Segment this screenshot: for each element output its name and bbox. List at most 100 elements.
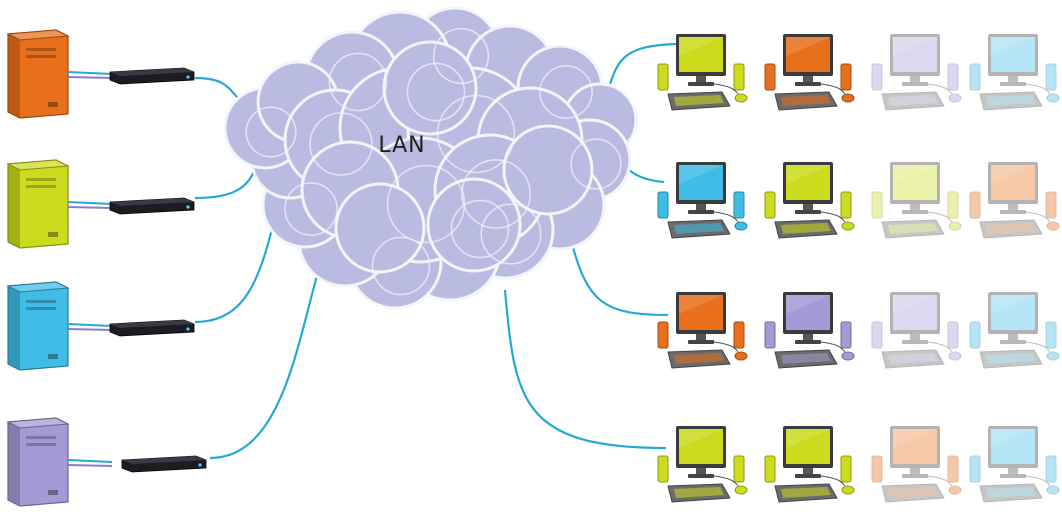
cloud-puff-detail bbox=[461, 159, 531, 229]
workstation-row4-col3 bbox=[871, 426, 962, 503]
status-led-icon bbox=[198, 463, 202, 467]
server-side bbox=[8, 286, 20, 370]
speaker-icon bbox=[947, 191, 959, 219]
speaker-icon bbox=[1045, 321, 1057, 349]
monitor-stand bbox=[910, 204, 920, 210]
server-cable bbox=[67, 328, 113, 331]
mouse-icon bbox=[1046, 351, 1060, 361]
keyboard-keys bbox=[986, 487, 1036, 498]
cloud-puff bbox=[426, 177, 522, 273]
server-link-2 bbox=[194, 167, 257, 200]
speaker-icon bbox=[969, 63, 981, 91]
monitor-base bbox=[1000, 82, 1026, 86]
mouse-cable bbox=[927, 211, 953, 223]
monitor-screen bbox=[893, 37, 937, 72]
mouse-cable bbox=[820, 83, 846, 95]
mouse-cable bbox=[820, 341, 846, 353]
keyboard-keys bbox=[674, 353, 724, 364]
screen-glare bbox=[893, 37, 937, 56]
monitor-screen bbox=[991, 37, 1035, 72]
screen-glare bbox=[679, 429, 723, 448]
monitor-screen bbox=[679, 165, 723, 200]
keyboard-icon bbox=[979, 219, 1043, 239]
screen-glare bbox=[893, 165, 937, 184]
mouse-icon bbox=[734, 221, 748, 231]
screen-glare bbox=[679, 165, 723, 184]
mouse-icon bbox=[841, 221, 855, 231]
speaker-icon bbox=[733, 455, 745, 483]
mouse-icon bbox=[948, 221, 962, 231]
speaker-icon bbox=[1045, 63, 1057, 91]
monitor-base bbox=[795, 82, 821, 86]
keyboard-keys bbox=[888, 487, 938, 498]
keyboard-keys bbox=[674, 95, 724, 106]
speaker-icon bbox=[657, 63, 669, 91]
server-cable bbox=[67, 464, 113, 467]
monitor-stand bbox=[910, 468, 920, 474]
screen-glare bbox=[786, 165, 830, 184]
kvm-extender-top bbox=[110, 68, 194, 76]
server-2 bbox=[6, 159, 195, 249]
workstation-link-row-1 bbox=[606, 42, 677, 91]
server-1 bbox=[6, 29, 195, 119]
monitor-screen bbox=[991, 429, 1035, 464]
keyboard-keys bbox=[888, 353, 938, 364]
mouse-cable bbox=[1025, 475, 1051, 487]
server-link-4 bbox=[209, 271, 320, 460]
monitor-base bbox=[688, 340, 714, 344]
keyboard-keys bbox=[781, 353, 831, 364]
mouse-icon bbox=[1046, 485, 1060, 495]
kvm-extender-top bbox=[110, 320, 194, 328]
cloud-puff-detail bbox=[570, 138, 622, 190]
workstation-row2-col4 bbox=[969, 162, 1060, 239]
keyboard-icon bbox=[979, 91, 1043, 111]
screen-glare bbox=[679, 295, 723, 314]
monitor-icon bbox=[890, 34, 940, 76]
speaker-icon bbox=[657, 191, 669, 219]
cloud-puff-detail bbox=[328, 52, 388, 112]
drive-bay-icon bbox=[26, 185, 56, 188]
monitor-stand bbox=[1008, 334, 1018, 340]
cloud-puff bbox=[334, 182, 426, 274]
status-led-icon bbox=[186, 75, 190, 79]
monitor-screen bbox=[991, 295, 1035, 330]
server-cable bbox=[67, 71, 113, 75]
monitor-base bbox=[795, 474, 821, 478]
mouse-icon bbox=[841, 351, 855, 361]
cloud-puff-detail bbox=[406, 62, 466, 122]
speaker-icon bbox=[840, 63, 852, 91]
screen-glare bbox=[893, 429, 937, 448]
server-link-1 bbox=[194, 76, 239, 99]
kvm-extender-top bbox=[122, 456, 206, 464]
keyboard-keys bbox=[781, 487, 831, 498]
keyboard-keys bbox=[888, 223, 938, 234]
speaker-icon bbox=[733, 63, 745, 91]
speaker-icon bbox=[871, 455, 883, 483]
speaker-icon bbox=[764, 191, 776, 219]
monitor-icon bbox=[890, 162, 940, 204]
monitor-base bbox=[1000, 340, 1026, 344]
workstation-row1-col1 bbox=[657, 34, 748, 111]
power-button-icon bbox=[48, 102, 58, 107]
power-button-icon bbox=[48, 490, 58, 495]
speaker-icon bbox=[840, 455, 852, 483]
workstation-row2-col2 bbox=[764, 162, 855, 239]
mouse-cable bbox=[820, 211, 846, 223]
speaker-icon bbox=[969, 191, 981, 219]
keyboard-keys bbox=[674, 223, 724, 234]
keyboard-keys bbox=[986, 353, 1036, 364]
monitor-icon bbox=[988, 34, 1038, 76]
drive-bay-icon bbox=[26, 300, 56, 303]
speaker-icon bbox=[764, 63, 776, 91]
mouse-cable bbox=[927, 475, 953, 487]
mouse-icon bbox=[948, 93, 962, 103]
power-button-icon bbox=[48, 354, 58, 359]
workstation-group bbox=[657, 34, 1060, 503]
keyboard-icon bbox=[881, 483, 945, 503]
cloud-puff-detail bbox=[284, 182, 338, 236]
mouse-icon bbox=[841, 93, 855, 103]
monitor-base bbox=[902, 340, 928, 344]
monitor-base bbox=[795, 340, 821, 344]
workstation-row3-col1 bbox=[657, 292, 748, 369]
